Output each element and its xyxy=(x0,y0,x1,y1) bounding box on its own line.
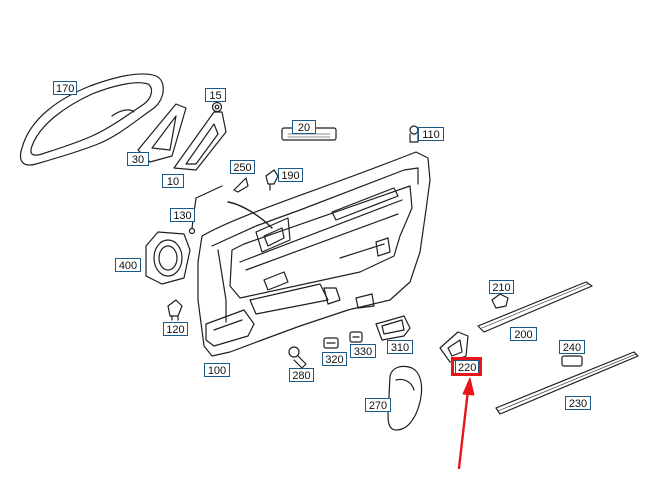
part-label-250[interactable]: 250 xyxy=(230,160,255,174)
clip-240-part xyxy=(561,355,583,367)
mirror-trim-part xyxy=(173,111,227,171)
speaker-housing-part xyxy=(145,231,191,285)
part-label-320[interactable]: 320 xyxy=(322,352,347,366)
highlight-arrow xyxy=(457,377,475,470)
part-label-310[interactable]: 310 xyxy=(387,340,413,354)
part-label-220[interactable]: 220 xyxy=(455,360,479,374)
part-label-10[interactable]: 10 xyxy=(162,174,184,188)
part-label-110[interactable]: 110 xyxy=(418,127,444,141)
part-label-280[interactable]: 280 xyxy=(289,368,314,382)
part-label-230[interactable]: 230 xyxy=(565,396,591,410)
part-label-120[interactable]: 120 xyxy=(163,322,188,336)
part-label-170[interactable]: 170 xyxy=(53,81,77,95)
handle-cup-310-part xyxy=(375,315,411,341)
part-label-240[interactable]: 240 xyxy=(559,340,585,354)
part-label-15[interactable]: 15 xyxy=(205,88,226,102)
clip-15-part xyxy=(211,101,223,113)
trim-strip-200-part xyxy=(477,281,593,333)
bolt-280-part xyxy=(288,346,307,369)
part-label-100[interactable]: 100 xyxy=(204,363,230,377)
trim-strip-230-part xyxy=(495,351,639,415)
part-label-30[interactable]: 30 xyxy=(127,152,149,166)
part-label-270[interactable]: 270 xyxy=(365,398,391,412)
screw-110-part xyxy=(409,125,419,143)
part-label-130[interactable]: 130 xyxy=(170,208,195,222)
part-label-20[interactable]: 20 xyxy=(292,120,316,134)
clip-120-part xyxy=(167,299,183,321)
trim-cover-270-part xyxy=(387,365,423,431)
switch-bezel-220-part xyxy=(439,331,469,363)
door-panel-part xyxy=(197,151,431,357)
plate-250-part xyxy=(233,177,249,193)
part-label-210[interactable]: 210 xyxy=(489,280,514,294)
part-label-400[interactable]: 400 xyxy=(115,258,141,272)
connector-330-part xyxy=(349,331,363,343)
connector-320-part xyxy=(323,337,339,349)
clip-190-part xyxy=(265,169,279,191)
selected-part-highlight xyxy=(451,357,482,376)
part-label-190[interactable]: 190 xyxy=(278,168,303,182)
clip-210-part xyxy=(491,293,509,309)
part-label-200[interactable]: 200 xyxy=(510,327,537,341)
seal-frame-part xyxy=(19,73,164,166)
part-label-330[interactable]: 330 xyxy=(350,344,376,358)
